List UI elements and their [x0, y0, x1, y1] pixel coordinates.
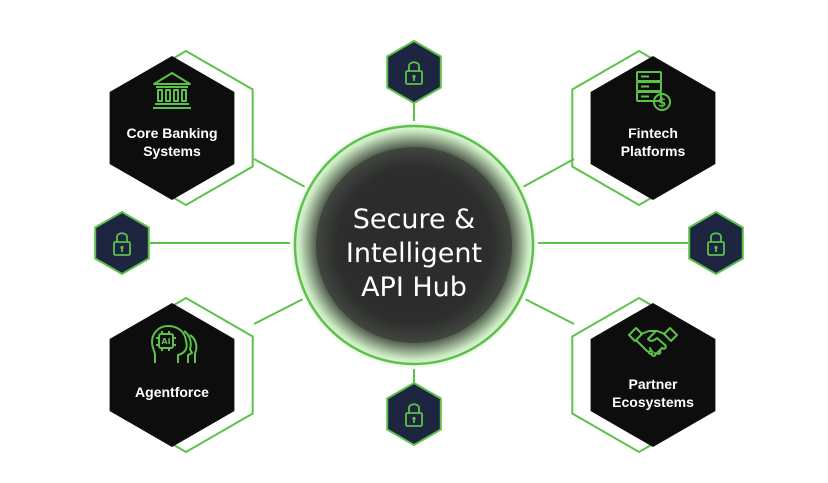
node-partner-label: Partner	[628, 376, 678, 392]
lock-node-top	[386, 39, 442, 105]
node-core-banking-hexagon	[109, 56, 235, 200]
connector-partner	[520, 296, 575, 325]
handshake-icon	[628, 327, 678, 357]
bank-icon	[153, 72, 191, 109]
lock-node-left	[94, 210, 150, 276]
node-agentforce: AI Agentforce	[109, 296, 254, 454]
central-hub: Secure & Intelligent API Hub	[290, 121, 538, 369]
lock-icon	[405, 403, 423, 427]
node-fintech-hexagon	[590, 56, 716, 200]
lock-node-left-hexagon	[94, 210, 150, 276]
lock-icon	[113, 232, 131, 256]
hub-core	[316, 147, 512, 343]
node-fintech-label: Fintech	[628, 125, 678, 141]
node-fintech-label: Platforms	[621, 143, 686, 159]
lock-icon	[405, 61, 423, 85]
ai-brain-icon: AI	[151, 325, 198, 363]
hub-title-line-2: Intelligent	[346, 238, 482, 269]
lock-node-right	[688, 210, 744, 276]
svg-text:AI: AI	[161, 337, 170, 346]
node-agentforce-hexagon	[109, 303, 235, 447]
node-partner-hexagon	[590, 303, 716, 447]
hub-title-line-3: API Hub	[361, 272, 467, 303]
node-agentforce-label: Agentforce	[135, 384, 209, 400]
node-core-banking-label: Core Banking	[126, 125, 217, 141]
lock-node-top-hexagon	[386, 39, 442, 105]
lock-icon	[707, 232, 725, 256]
node-core-banking-label: Systems	[143, 143, 201, 159]
connector-fintech	[520, 158, 575, 189]
connector-lines	[150, 101, 688, 386]
connector-agentforce	[253, 296, 308, 325]
hub-ring	[293, 124, 535, 366]
lock-node-bottom	[386, 381, 442, 447]
hub-title-line-1: Secure &	[353, 204, 475, 235]
node-partner-label: Ecosystems	[612, 394, 694, 410]
lock-node-bottom-hexagon	[386, 381, 442, 447]
connector-core-banking	[253, 158, 308, 189]
server-dollar-icon: $	[636, 71, 671, 111]
svg-text:$: $	[658, 96, 666, 110]
lock-node-right-hexagon	[688, 210, 744, 276]
